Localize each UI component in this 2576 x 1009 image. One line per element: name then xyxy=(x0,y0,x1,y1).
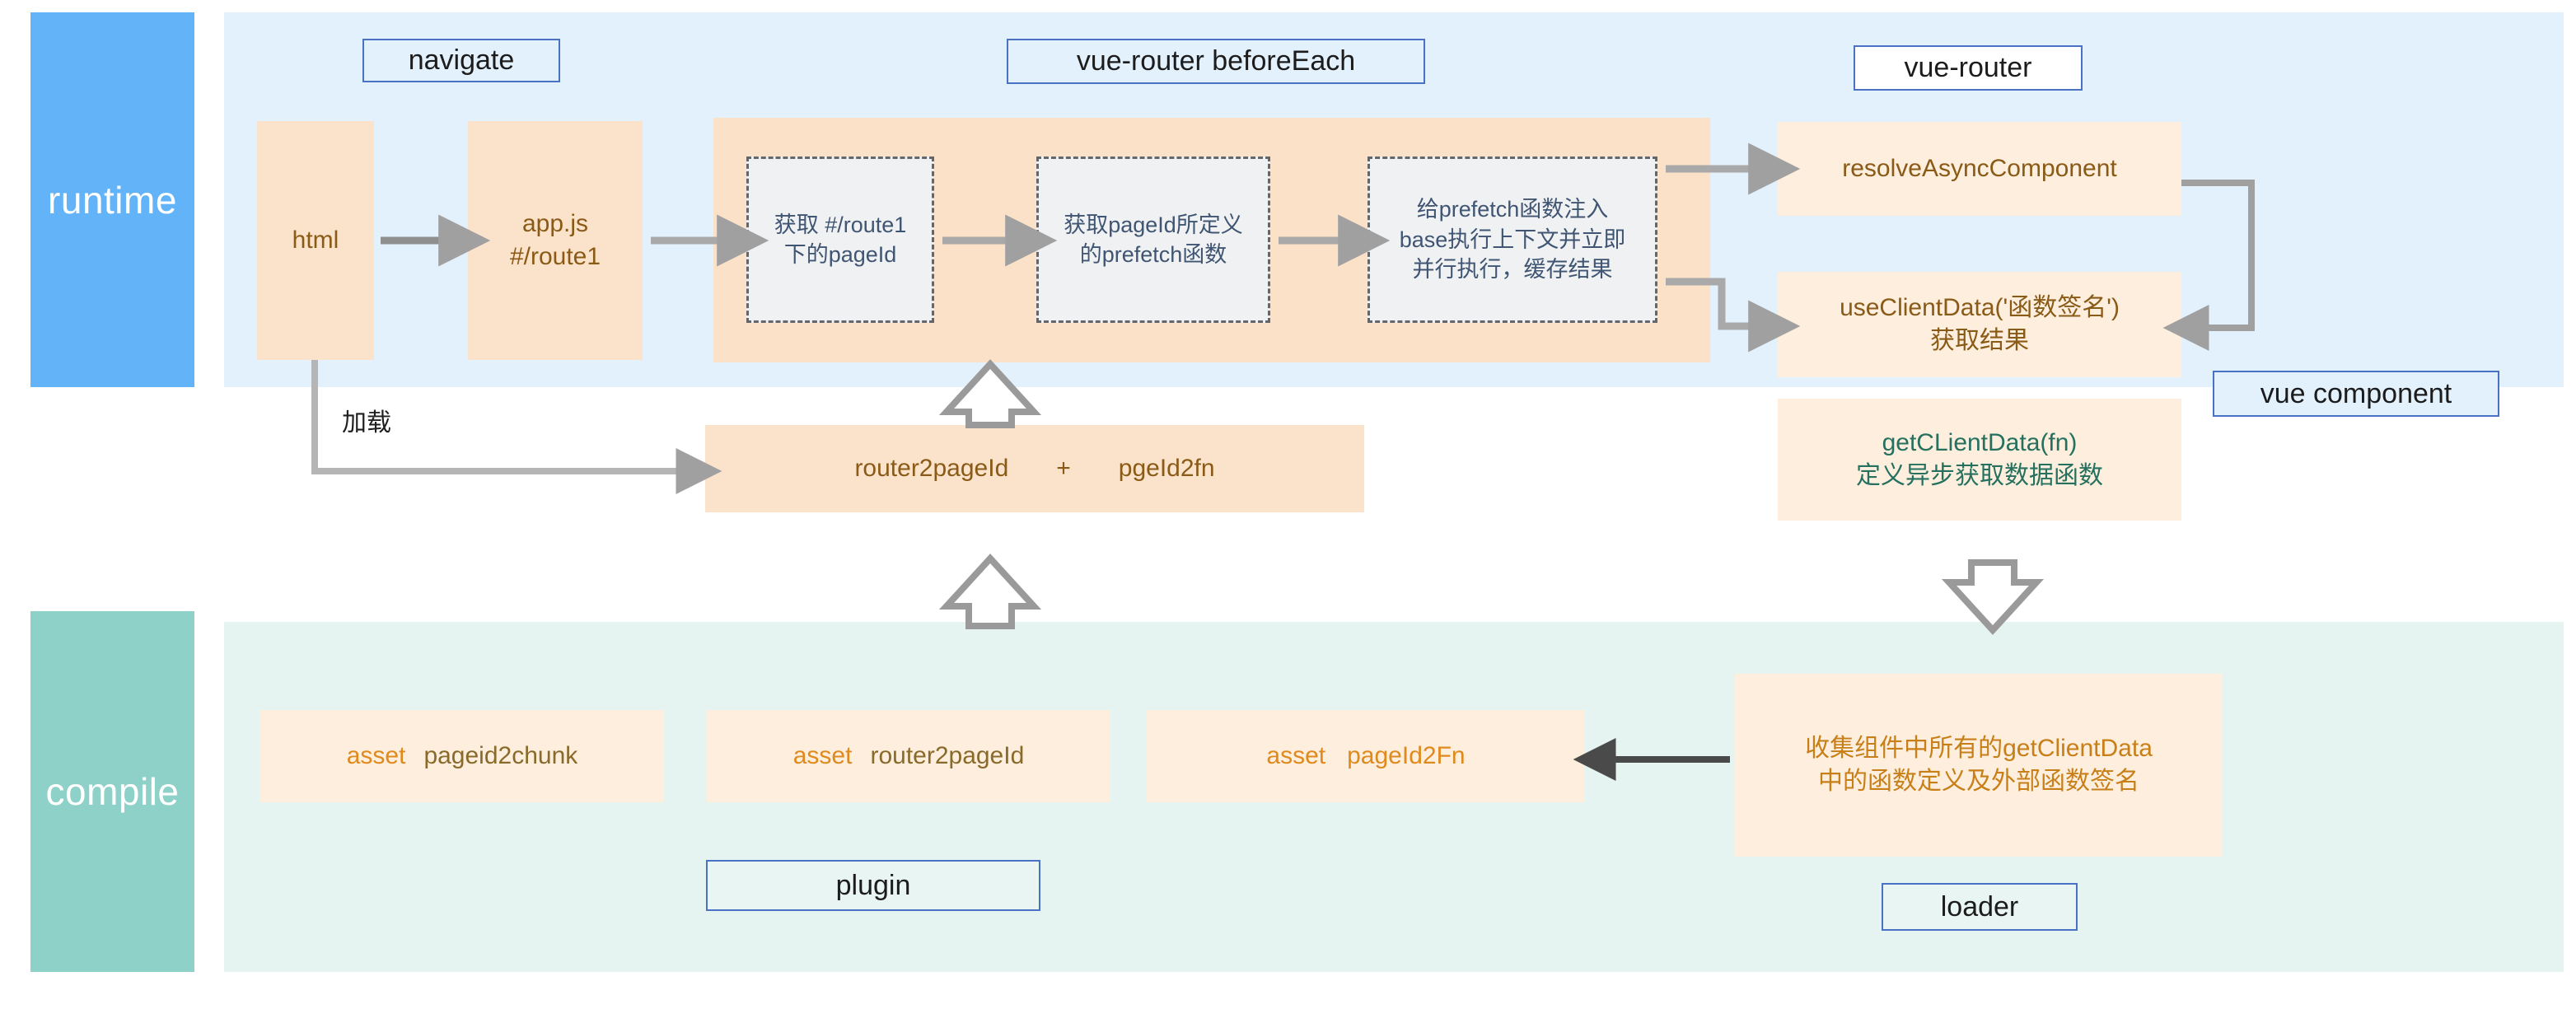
node-asset-pageid2chunk[interactable]: asset pageid2chunk xyxy=(260,710,664,802)
node-loader-description-line2: 中的函数定义及外部函数签名 xyxy=(1818,768,2139,795)
edge-label-load: 加载 xyxy=(342,402,391,438)
tag-vue-router-before-each-label: vue-router beforeEach xyxy=(1076,45,1356,77)
tag-plugin-label: plugin xyxy=(835,869,911,901)
tag-navigate[interactable]: navigate xyxy=(362,39,560,82)
node-resolve-async-component[interactable]: resolveAsyncComponent xyxy=(1778,122,2181,216)
node-html-label: html xyxy=(292,227,339,255)
step-inject-base-context-line3: 并行执行，缓存结果 xyxy=(1412,257,1613,283)
node-use-client-data[interactable]: useClientData('函数签名') 获取结果 xyxy=(1778,272,2181,377)
node-asset-pageid2chunk-name: pageid2chunk xyxy=(423,742,578,770)
tag-vue-component[interactable]: vue component xyxy=(2213,371,2499,417)
tag-plugin[interactable]: plugin xyxy=(706,860,1040,911)
tag-loader-label: loader xyxy=(1940,890,2019,923)
lane-label-compile-text: compile xyxy=(45,770,180,813)
node-asset-pageid2fn-prefix: asset xyxy=(1266,742,1326,770)
step-get-pageid-line2: 下的pageId xyxy=(783,242,897,267)
node-appjs[interactable]: app.js #/route1 xyxy=(468,121,643,360)
node-appjs-line1: app.js xyxy=(521,210,589,238)
tag-vue-router-before-each[interactable]: vue-router beforeEach xyxy=(1007,39,1425,84)
lane-label-compile: compile xyxy=(30,611,194,972)
tag-vue-router[interactable]: vue-router xyxy=(1854,45,2083,91)
block-arrow-runtime-to-compile xyxy=(1941,559,2045,635)
node-asset-pageid2chunk-prefix: asset xyxy=(346,742,406,770)
node-asset-router2pageid[interactable]: asset router2pageId xyxy=(707,710,1110,802)
step-get-prefetch-fn[interactable]: 获取pageId所定义 的prefetch函数 xyxy=(1036,156,1270,323)
step-get-prefetch-fn-line2: 的prefetch函数 xyxy=(1079,242,1227,267)
lane-label-runtime-text: runtime xyxy=(48,178,177,222)
node-asset-router2pageid-prefix: asset xyxy=(792,742,853,770)
step-inject-base-context-line2: base执行上下文并立即 xyxy=(1399,227,1626,252)
step-get-prefetch-fn-line1: 获取pageId所定义 xyxy=(1064,212,1243,237)
edge-label-load-text: 加载 xyxy=(342,409,391,437)
tag-vue-router-label: vue-router xyxy=(1904,52,2032,83)
node-appjs-line2: #/route1 xyxy=(509,243,601,270)
step-inject-base-context[interactable]: 给prefetch函数注入 base执行上下文并立即 并行执行，缓存结果 xyxy=(1367,156,1657,323)
node-asset-pageid2fn-name: pageId2Fn xyxy=(1347,742,1466,770)
step-get-pageid-line1: 获取 #/route1 xyxy=(774,212,907,237)
block-arrow-compile-to-runtime xyxy=(938,554,1042,629)
step-get-pageid[interactable]: 获取 #/route1 下的pageId xyxy=(746,156,934,323)
node-asset-pageid2fn[interactable]: asset pageId2Fn xyxy=(1147,710,1585,802)
node-use-client-data-line1: useClientData('函数签名') xyxy=(1840,294,2120,322)
node-router2pageid-plus: + xyxy=(1056,455,1071,483)
node-loader-description[interactable]: 收集组件中所有的getClientData 中的函数定义及外部函数签名 xyxy=(1735,674,2223,857)
node-asset-router2pageid-name: router2pageId xyxy=(870,742,1025,770)
tag-loader[interactable]: loader xyxy=(1882,883,2078,931)
node-resolve-async-component-label: resolveAsyncComponent xyxy=(1842,155,2117,183)
node-router2pageid-left: router2pageId xyxy=(854,455,1009,483)
node-get-client-data-line2: 定义异步获取数据函数 xyxy=(1856,462,2103,489)
node-router2pageid-map[interactable]: router2pageId + pgeId2fn xyxy=(705,425,1364,512)
node-get-client-data-line1: getCLientData(fn) xyxy=(1882,429,2078,457)
node-html[interactable]: html xyxy=(257,121,374,360)
node-loader-description-line1: 收集组件中所有的getClientData xyxy=(1805,735,2153,763)
lane-label-runtime: runtime xyxy=(30,12,194,387)
node-use-client-data-line2: 获取结果 xyxy=(1930,327,2029,354)
tag-vue-component-label: vue component xyxy=(2260,377,2452,409)
node-get-client-data[interactable]: getCLientData(fn) 定义异步获取数据函数 xyxy=(1778,399,2181,521)
node-router2pageid-right: pgeId2fn xyxy=(1118,455,1215,483)
tag-navigate-label: navigate xyxy=(408,44,515,76)
step-inject-base-context-line1: 给prefetch函数注入 xyxy=(1416,197,1609,222)
